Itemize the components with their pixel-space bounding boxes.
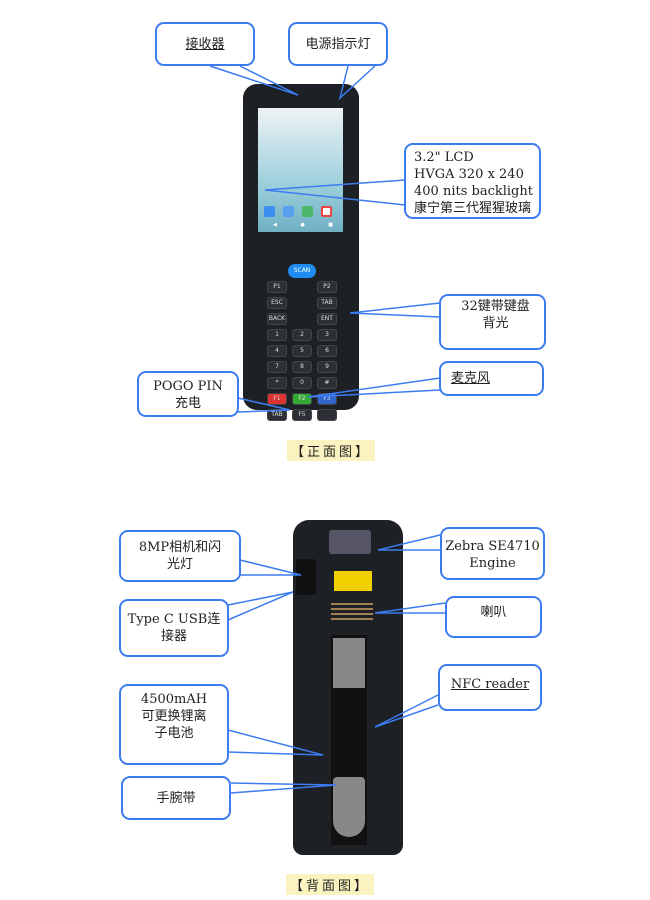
callout-nfc: NFC reader [438, 664, 542, 711]
keypad-key: 9 [317, 361, 337, 373]
callout-lcd: 3.2" LCD HVGA 320 x 240 400 nits backlig… [404, 143, 541, 219]
device-screen: ◀ ● ■ [258, 108, 343, 232]
callout-strap: 手腕带 [121, 776, 231, 820]
device-back-image [293, 520, 403, 855]
callout-usb: Type C USB连 接器 [119, 599, 229, 657]
callout-text: 光灯 [166, 557, 193, 572]
callout-camera: 8MP相机和闪 光灯 [119, 530, 241, 582]
callout-text: 电源指示灯 [305, 37, 371, 52]
callout-text: 喇叭 [480, 605, 507, 620]
keypad-key: 7 [267, 361, 287, 373]
callout-receiver: 接收器 [155, 22, 255, 66]
callout-text: 32键带键盘背光 [461, 299, 530, 331]
callout-text: 子电池 [154, 726, 194, 741]
recents-icon: ■ [328, 222, 333, 228]
chrome-icon [321, 206, 332, 217]
callout-text: 8MP相机和闪 [138, 540, 222, 555]
keypad-key: P1 [267, 281, 287, 293]
keypad-key: 3 [317, 329, 337, 341]
nav-bar: ◀ ● ■ [273, 222, 333, 228]
keypad-key: F1 [267, 393, 287, 405]
strap-pad-bottom [333, 777, 365, 837]
callout-text: 400 nits backlight [414, 184, 533, 199]
callout-keypad: 32键带键盘背光 [439, 294, 546, 350]
gallery-icon [302, 206, 313, 217]
keypad-key: F5 [292, 409, 312, 421]
callout-microphone: 麦克风 [439, 361, 544, 396]
keypad-key: 6 [317, 345, 337, 357]
callout-text: 可更换锂离 [141, 709, 207, 724]
phone-icon [264, 206, 275, 217]
keypad-key: F3 [317, 393, 337, 405]
callout-text: Type C USB连 [127, 612, 221, 627]
callout-text: 接收器 [185, 37, 225, 52]
front-view-caption: 【正面图】 [287, 440, 376, 461]
keypad-key: BACK [267, 313, 287, 325]
callout-text: NFC reader [450, 677, 530, 692]
callout-text: POGO PIN [153, 379, 223, 394]
callout-text: 3.2" LCD [414, 150, 474, 165]
app-dock [264, 206, 332, 217]
back-view-caption: 【背面图】 [286, 874, 375, 895]
keypad-key: 0 [292, 377, 312, 389]
callout-text: 康宁第三代猩猩玻璃 [414, 201, 532, 216]
speaker-grille [331, 603, 373, 621]
laser-warning-label [333, 570, 373, 592]
home-icon: ● [300, 222, 305, 228]
keypad-key: 8 [292, 361, 312, 373]
callout-text: HVGA 320 x 240 [414, 167, 524, 182]
keypad-key: 1 [267, 329, 287, 341]
callout-text: 接器 [160, 629, 187, 644]
keypad-key: F2 [292, 393, 312, 405]
keypad-key: TAB [267, 409, 287, 421]
keypad-key: ESC [267, 297, 287, 309]
back-icon: ◀ [273, 222, 277, 228]
callout-text: Engine [469, 556, 516, 571]
keypad-key: # [317, 377, 337, 389]
callout-text: Zebra SE4710 [445, 539, 540, 554]
keypad-key: 2 [292, 329, 312, 341]
scanner-window [329, 530, 371, 554]
callout-text: 麦克风 [451, 371, 491, 386]
callout-speaker: 喇叭 [445, 596, 542, 638]
callout-text: 充电 [174, 396, 201, 411]
camera-module [296, 559, 316, 595]
callout-text: 4500mAH [140, 692, 208, 707]
keypad-key: ENT [317, 313, 337, 325]
keypad-key: * [267, 377, 287, 389]
callout-battery: 4500mAH 可更换锂离 子电池 [119, 684, 229, 765]
scan-key: SCAN [288, 264, 316, 278]
messages-icon [283, 206, 294, 217]
keypad-key: P2 [317, 281, 337, 293]
callout-scanner: Zebra SE4710 Engine [440, 527, 545, 580]
keypad-key: TAB [317, 297, 337, 309]
callout-pogo-pin: POGO PIN 充电 [137, 371, 239, 417]
keypad-key [317, 409, 337, 421]
keypad-key: 4 [267, 345, 287, 357]
callout-text: 手腕带 [156, 791, 196, 806]
callout-power-led: 电源指示灯 [288, 22, 388, 66]
keypad-key: 5 [292, 345, 312, 357]
strap-pad-top [333, 638, 365, 688]
